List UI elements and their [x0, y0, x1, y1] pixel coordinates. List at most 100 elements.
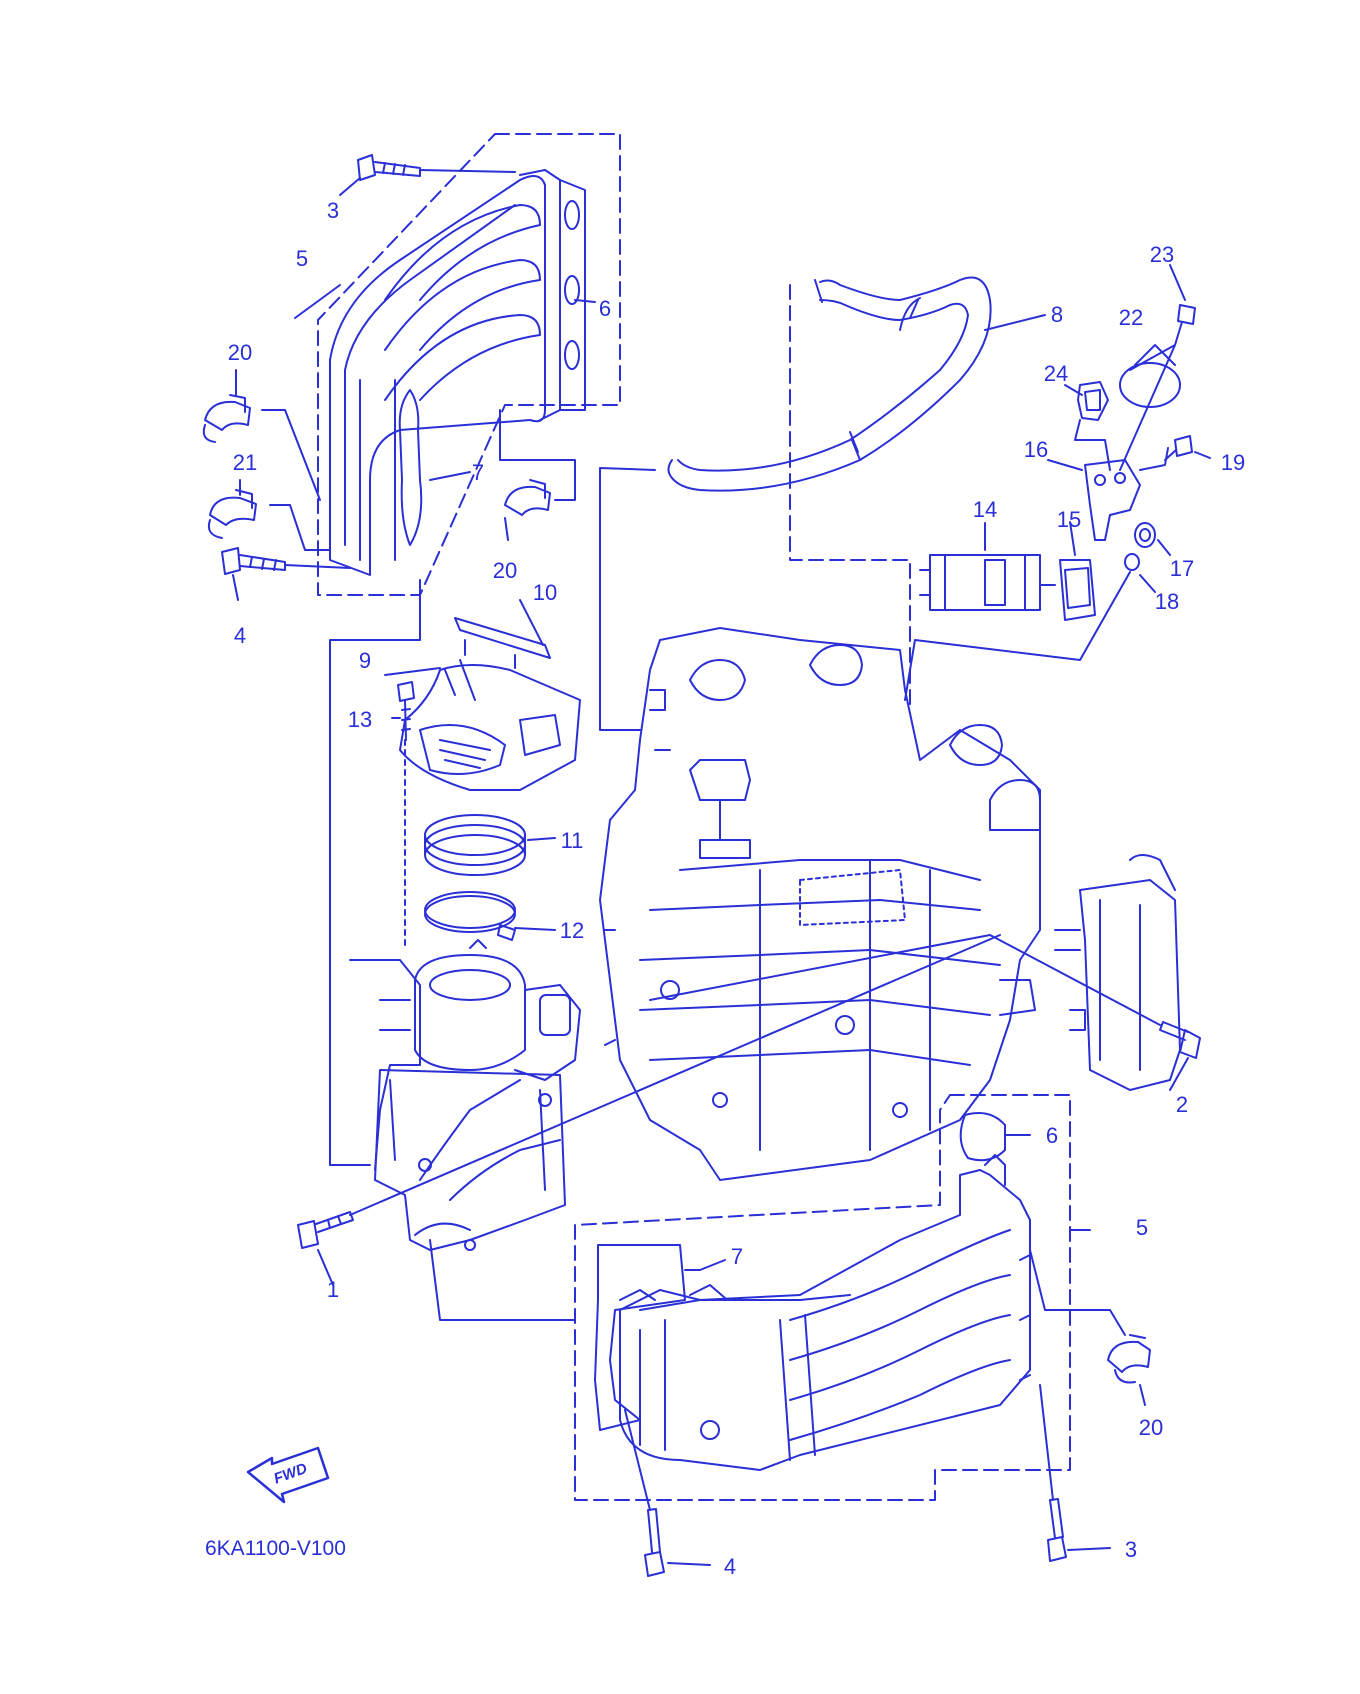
leader-1: [349, 934, 1001, 1216]
tick-20-middle: [504, 517, 509, 541]
right-electrical-unit: [1054, 854, 1181, 1091]
callout-20-lower: 20: [1139, 1415, 1163, 1440]
callout-13: 13: [348, 707, 372, 732]
callout-17: 17: [1170, 556, 1194, 581]
tick-18: [1139, 574, 1156, 593]
engine-block: [599, 627, 1041, 1181]
leader-6-upper: [574, 299, 596, 303]
bolt-4-upper: [221, 547, 286, 575]
callout-3-upper: 3: [327, 198, 339, 223]
callout-6-upper: 6: [599, 296, 611, 321]
callout-5-upper: 5: [296, 246, 308, 271]
leader-20-lower: [1029, 1249, 1126, 1336]
fwd-label: FWD: [272, 1460, 310, 1488]
callout-16: 16: [1024, 437, 1048, 462]
o-ring-6-lower: [959, 1112, 1006, 1162]
callout-21: 21: [233, 450, 257, 475]
callout-7-lower: 7: [731, 1244, 743, 1269]
leader-8-frame: [789, 284, 911, 706]
fwd-arrow-icon: [246, 1446, 330, 1504]
tick-3-upper: [339, 177, 361, 196]
leader-7-lower: [684, 1259, 726, 1271]
bolt-3-lower: [1047, 1498, 1067, 1562]
upper-gasket: [559, 179, 586, 411]
tick-17: [1157, 539, 1171, 556]
clamp-20-lower: [1107, 1334, 1151, 1384]
clamp-21: [207, 489, 257, 539]
lower-manifold-dashed-box: [574, 1094, 1071, 1501]
hose-clamp-12: [424, 891, 516, 941]
bracket-15: [1059, 559, 1096, 621]
tick-4-lower: [667, 1562, 711, 1566]
callout-18: 18: [1155, 589, 1179, 614]
callout-19: 19: [1221, 450, 1245, 475]
callout-14: 14: [973, 497, 997, 522]
leader-11: [527, 837, 556, 841]
bolt-1: [297, 1211, 354, 1249]
callout-1: 1: [327, 1277, 339, 1302]
bolt-13: [397, 681, 415, 741]
tick-20-lower: [1139, 1384, 1146, 1406]
lower-intake-manifold: [619, 1154, 1031, 1471]
leader-18: [904, 571, 1131, 701]
bolt-3-upper: [357, 154, 421, 181]
callout-3-lower: 3: [1125, 1537, 1137, 1562]
tick-23: [1169, 264, 1186, 301]
collar-18: [1124, 553, 1140, 571]
callout-11: 11: [561, 828, 584, 853]
callout-2: 2: [1176, 1092, 1188, 1117]
leader-8: [984, 314, 1046, 331]
bolt-4-lower: [644, 1508, 665, 1577]
tick-1: [317, 1249, 334, 1286]
leader-4-lower: [624, 1409, 651, 1511]
silencer-9: [399, 659, 581, 791]
callout-10: 10: [533, 580, 557, 605]
leader-3-lower: [1039, 1384, 1054, 1501]
throttle-body: [349, 939, 581, 1171]
tick-3-lower: [1067, 1547, 1111, 1551]
callout-4-lower: 4: [724, 1554, 736, 1579]
callout-12: 12: [560, 918, 584, 943]
grommet-17: [1134, 522, 1156, 548]
leader-3-upper: [419, 169, 516, 173]
gasket-11: [424, 814, 526, 876]
callout-6-lower: 6: [1046, 1123, 1058, 1148]
leader-9: [384, 667, 441, 676]
tick-2: [1169, 1057, 1189, 1091]
intake-cover-10: [454, 617, 551, 669]
hose-to-block-line: [599, 467, 656, 731]
lower-gasket-7: [594, 1244, 686, 1431]
leader-20-left: [261, 409, 321, 501]
leader-20-middle: [499, 409, 576, 501]
upper-intake-manifold: [329, 169, 561, 576]
tick-15: [1069, 521, 1076, 556]
leader-2: [649, 934, 1161, 1026]
callout-20-middle: 20: [493, 558, 517, 583]
leader-5-upper: [294, 284, 341, 319]
callout-9: 9: [359, 648, 371, 673]
bolt-2: [1159, 1021, 1201, 1059]
callout-20-left: 20: [228, 340, 252, 365]
upper-manifold-dashed-box: [317, 133, 621, 596]
callout-7-upper: 7: [472, 460, 484, 485]
leader-housing-lower: [429, 1239, 576, 1321]
tick-19: [1194, 451, 1211, 459]
clip-24: [1077, 381, 1109, 421]
leader-21: [269, 504, 331, 551]
leader-24: [1074, 419, 1111, 471]
callout-5-lower: 5: [1136, 1215, 1148, 1240]
clamp-20-middle: [504, 479, 551, 516]
tick-10: [519, 599, 544, 646]
leader-4-upper: [284, 564, 351, 569]
bolt-19: [1164, 435, 1193, 461]
diagram-code: 6KA1100-V100: [205, 1537, 346, 1560]
callout-8: 8: [1051, 302, 1063, 327]
bolt-23: [1174, 304, 1196, 346]
leader-7-upper: [429, 471, 471, 481]
callout-24: 24: [1044, 361, 1068, 386]
callout-4-upper: 4: [234, 623, 246, 648]
hose-8: [667, 276, 992, 492]
upper-left-frame-line: [329, 579, 421, 1166]
filter-14: [919, 554, 1056, 611]
leader-12: [514, 927, 556, 931]
